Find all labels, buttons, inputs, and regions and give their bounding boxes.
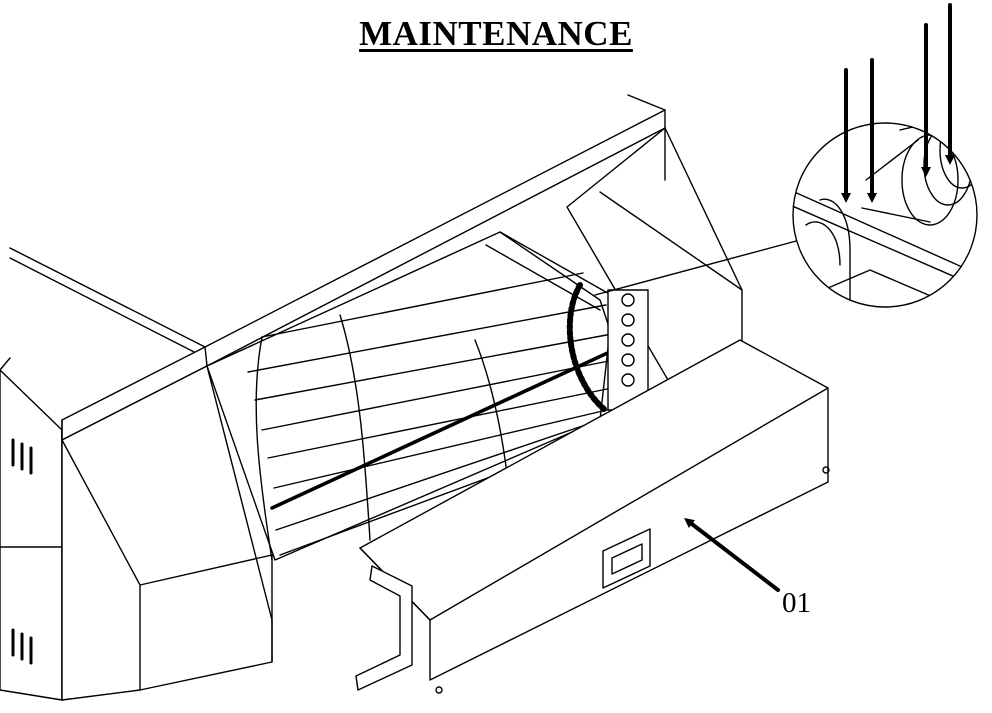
- vent-slots: [11, 438, 33, 665]
- part-callout-label: 01: [782, 587, 811, 619]
- front-cover-panel: [355, 339, 830, 694]
- detail-leader-line: [594, 239, 801, 296]
- callout-arrow-icon: [684, 517, 780, 592]
- page-title: MAINTENANCE: [359, 14, 633, 53]
- detail-circle: [792, 122, 978, 308]
- lubrication-arrows: [841, 3, 955, 203]
- drum-end-gear: [566, 282, 649, 413]
- cover-handle: [602, 528, 651, 589]
